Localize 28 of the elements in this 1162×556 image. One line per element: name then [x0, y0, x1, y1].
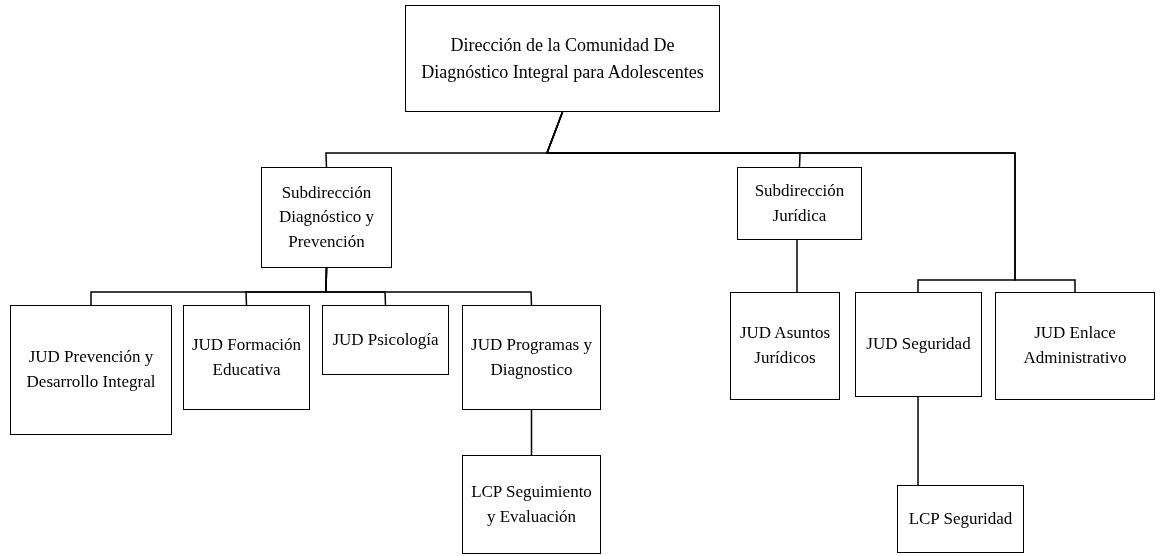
unit-name: JUD Enlace Administrativo — [1022, 322, 1128, 369]
org-unit-box — [10, 305, 172, 435]
unit-name: Dirección de la Comunidad De Diagnóstico Integral para Adolescentes — [420, 34, 705, 84]
unit-name: JUD Seguridad — [866, 333, 971, 356]
org-unit-box — [462, 305, 601, 410]
org-unit-box — [730, 292, 840, 400]
org-unit-box — [462, 455, 601, 554]
org-unit-box — [405, 5, 720, 112]
unit-name: Subdirección Jurídica — [753, 179, 846, 227]
org-unit-box — [995, 292, 1155, 400]
unit-name: LCP Seguridad — [908, 507, 1013, 530]
connector-line — [796, 239, 798, 293]
unit-name: JUD Prevención y Desarrollo Integral — [25, 346, 157, 393]
connector-line — [917, 396, 919, 486]
connector-line — [530, 409, 533, 456]
unit-name: JUD Programas y Diagnostico — [470, 333, 593, 381]
unit-name: Subdirección Diagnóstico y Prevención — [278, 181, 375, 253]
org-unit-box — [737, 167, 862, 240]
unit-name: JUD Asuntos Jurídicos — [738, 322, 832, 369]
org-unit-box — [855, 292, 982, 397]
unit-name: JUD Psicología — [332, 328, 439, 351]
connector-line — [325, 267, 533, 306]
org-unit-box — [261, 167, 392, 268]
org-unit-box — [322, 305, 449, 375]
unit-name: LCP Seguimiento y Evaluación — [470, 480, 593, 528]
org-unit-box — [183, 305, 310, 410]
unit-name: JUD Formación Educativa — [190, 333, 303, 381]
org-unit-box — [897, 485, 1024, 553]
